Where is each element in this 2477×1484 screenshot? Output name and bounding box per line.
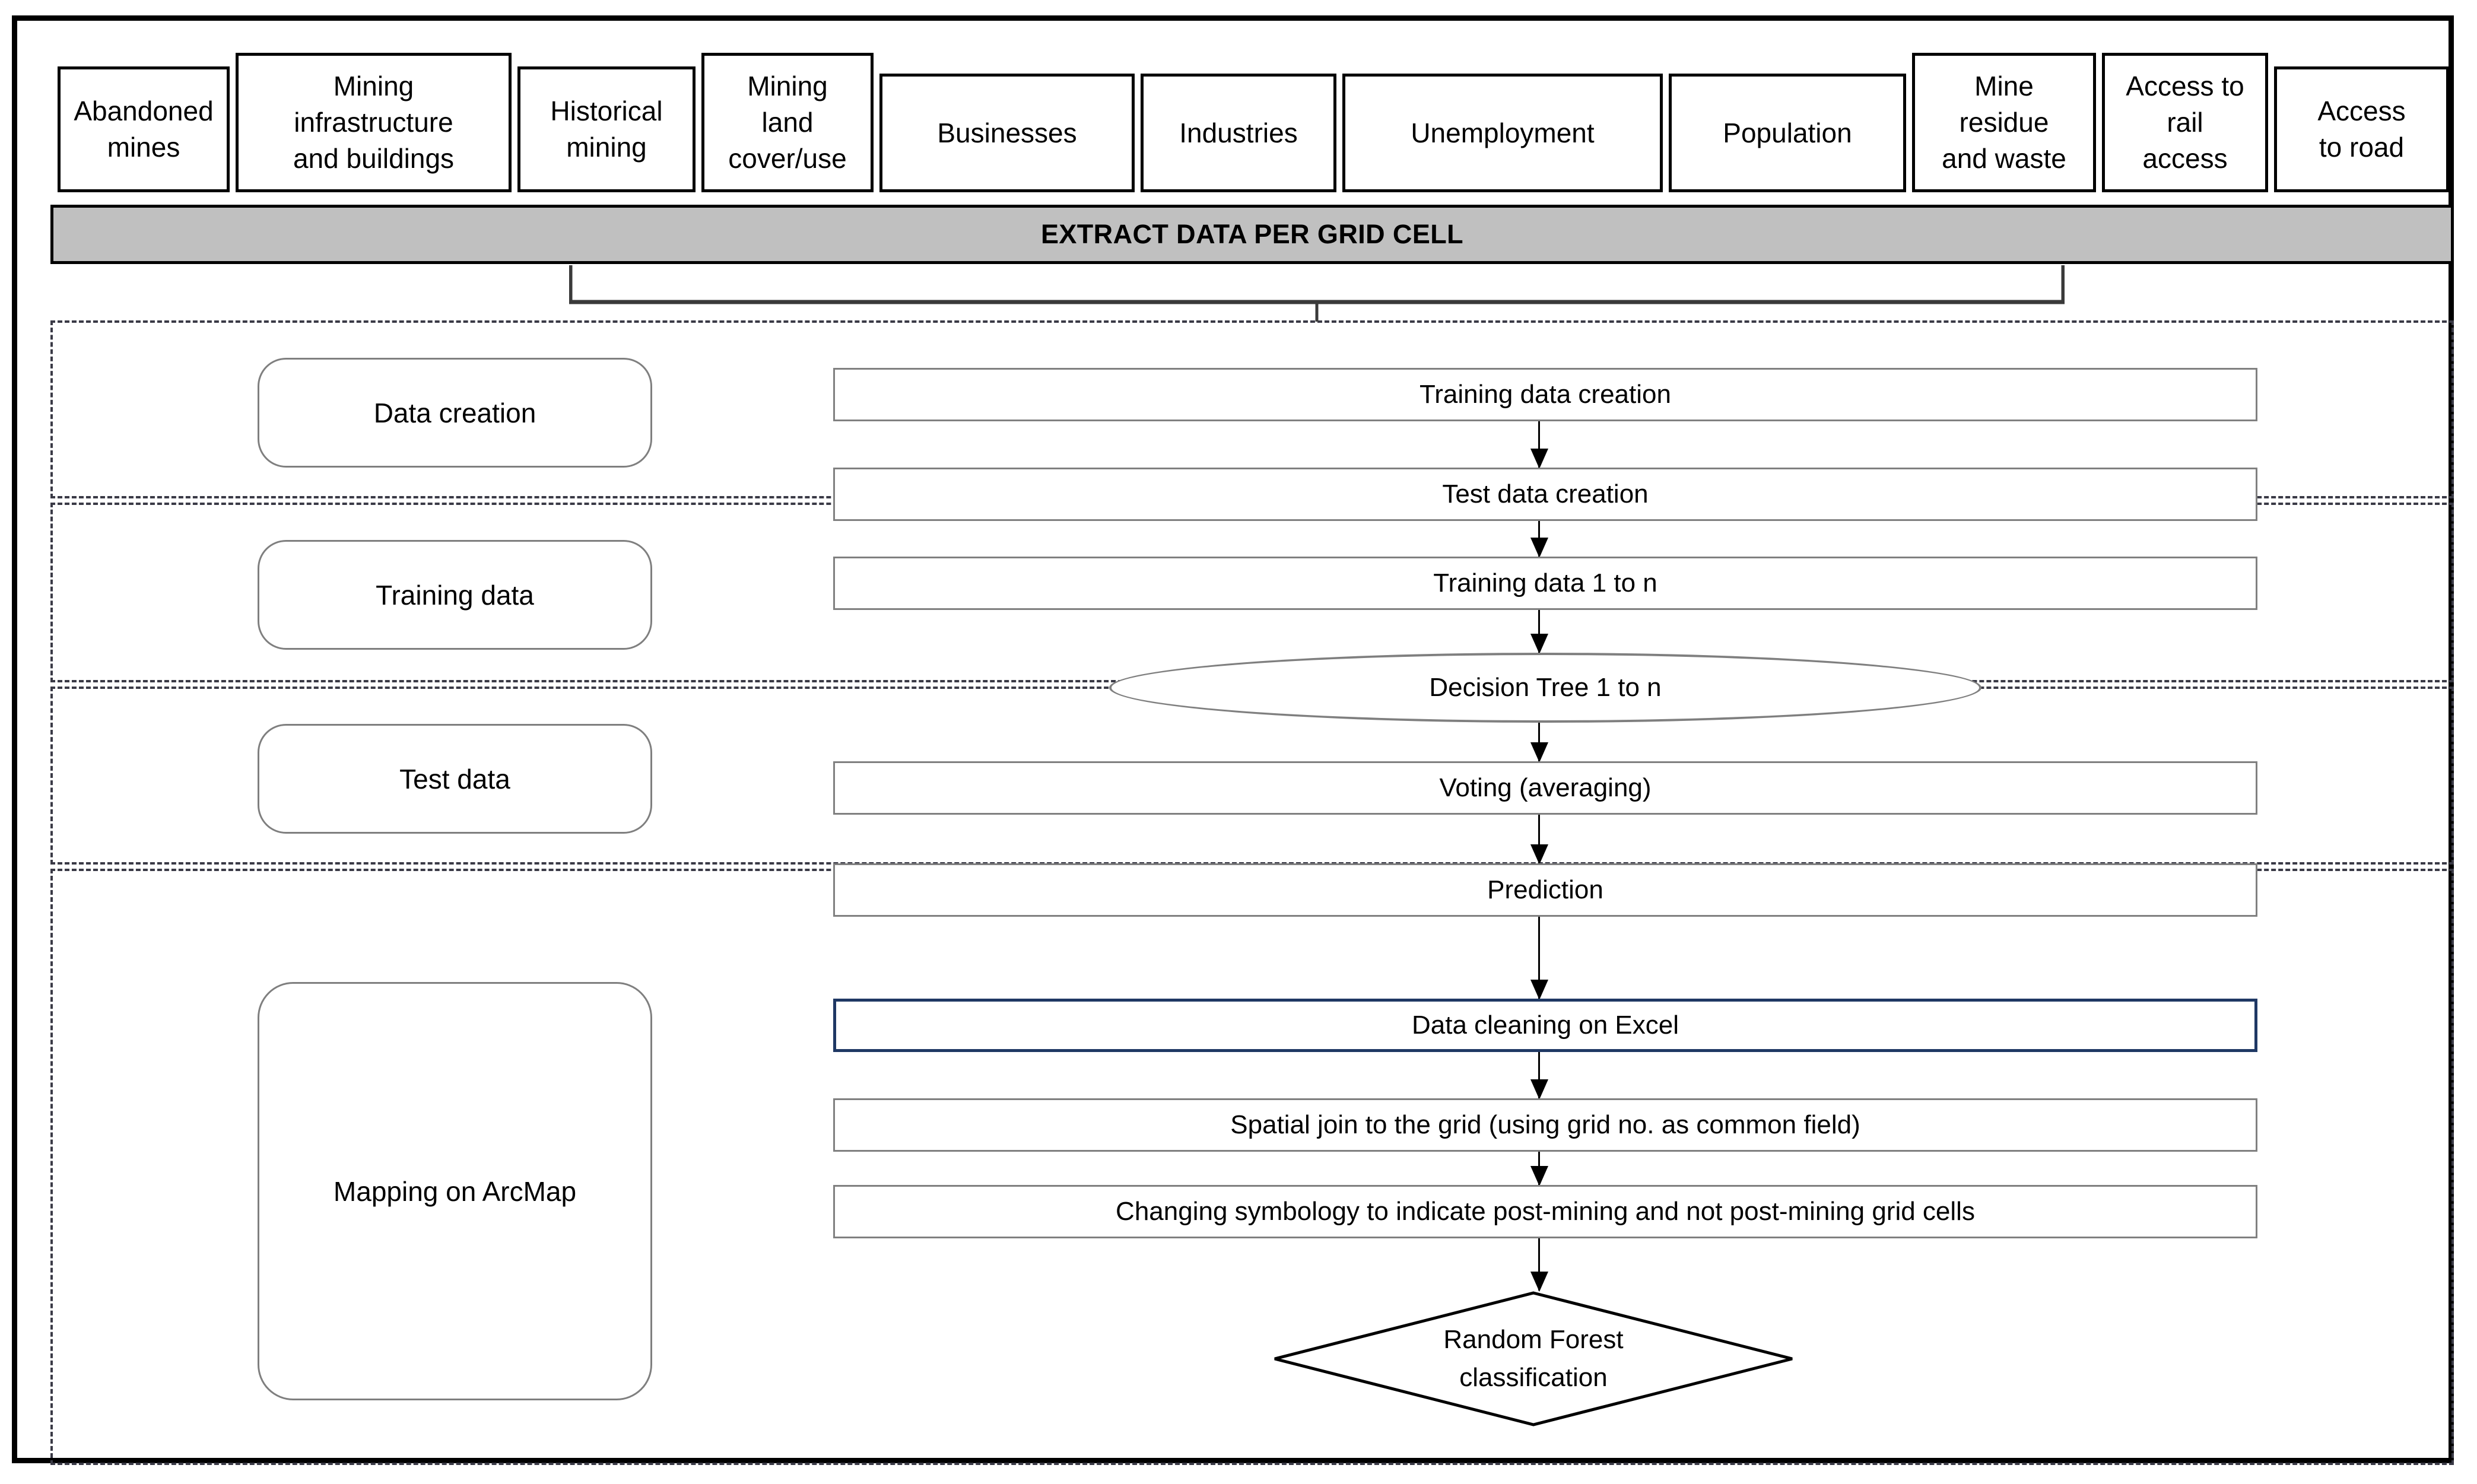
source-box-unemployment: Unemployment [1342, 74, 1663, 192]
source-box-abandoned-mines: Abandoned mines [58, 66, 230, 192]
source-boxes-row: Abandoned mines Mining infrastructure and… [58, 48, 2449, 211]
connector-training-to-test-creation [1530, 421, 1548, 469]
stage-label-test-data: Test data [258, 724, 652, 834]
connector-data-cleaning-to-spatial-join [1530, 1052, 1548, 1100]
source-box-label: Mine residue and waste [1942, 71, 2066, 174]
connector-prediction-to-data-cleaning [1530, 917, 1548, 1000]
source-box-label: Mining land cover/use [728, 71, 847, 174]
process-label: Prediction [1487, 875, 1603, 904]
process-training-data-creation: Training data creation [833, 368, 2257, 421]
process-spatial-join: Spatial join to the grid (using grid no.… [833, 1098, 2257, 1152]
stage-label-text: Training data [376, 579, 534, 611]
source-box-label: Unemployment [1411, 117, 1595, 148]
process-label: Training data 1 to n [1433, 568, 1657, 598]
stage-label-text: Data creation [373, 397, 536, 428]
source-box-mining-land-cover-use: Mining land cover/use [701, 53, 874, 192]
ellipse-decision-tree: Decision Tree 1 to n [1109, 653, 1981, 723]
process-prediction: Prediction [833, 863, 2257, 917]
ellipse-label: Decision Tree 1 to n [1429, 673, 1662, 702]
connector-training-1n-to-decision-tree [1530, 610, 1548, 654]
process-label: Voting (averaging) [1439, 773, 1652, 802]
source-box-label: Industries [1179, 117, 1298, 148]
source-box-label: Access to rail access [2126, 71, 2244, 174]
process-test-data-creation: Test data creation [833, 468, 2257, 521]
source-box-mine-residue-and-waste: Mine residue and waste [1912, 53, 2096, 192]
decision-random-forest-classification: Random Forest classification [1272, 1291, 1795, 1427]
process-training-data-1-to-n: Training data 1 to n [833, 557, 2257, 610]
source-box-access-to-road: Access to road [2274, 66, 2449, 192]
process-label: Changing symbology to indicate post-mini… [1116, 1197, 1975, 1226]
diagram-frame: Abandoned mines Mining infrastructure and… [12, 15, 2454, 1465]
source-box-label: Historical mining [550, 96, 663, 163]
extract-data-bar: EXTRACT DATA PER GRID CELL [50, 205, 2454, 264]
connector-symbology-to-random-forest [1530, 1238, 1548, 1292]
source-box-label: Population [1723, 117, 1852, 148]
process-changing-symbology: Changing symbology to indicate post-mini… [833, 1185, 2257, 1238]
source-box-label: Access to road [2317, 96, 2406, 163]
process-data-cleaning-on-excel: Data cleaning on Excel [833, 999, 2257, 1052]
stage-label-text: Mapping on ArcMap [333, 1175, 577, 1207]
stage-label-mapping-on-arcmap: Mapping on ArcMap [258, 982, 652, 1400]
stage-label-training-data: Training data [258, 540, 652, 650]
process-label: Test data creation [1442, 479, 1649, 509]
process-label: Spatial join to the grid (using grid no.… [1230, 1110, 1860, 1139]
source-box-industries: Industries [1141, 74, 1336, 192]
source-box-mining-infrastructure-and-buildings: Mining infrastructure and buildings [236, 53, 512, 192]
source-box-businesses: Businesses [879, 74, 1135, 192]
source-box-label: Mining infrastructure and buildings [293, 71, 455, 174]
connector-voting-to-prediction [1530, 815, 1548, 865]
connector-decision-tree-to-voting [1530, 723, 1548, 762]
connector-test-creation-to-training-1n [1530, 521, 1548, 558]
stage-label-data-creation: Data creation [258, 358, 652, 468]
process-label: Data cleaning on Excel [1411, 1010, 1679, 1040]
source-box-historical-mining: Historical mining [517, 66, 696, 192]
grouping-bracket [568, 265, 2066, 322]
source-box-label: Businesses [937, 117, 1077, 148]
extract-data-bar-label: EXTRACT DATA PER GRID CELL [1040, 219, 1464, 249]
process-voting-averaging: Voting (averaging) [833, 761, 2257, 815]
source-box-label: Abandoned mines [74, 96, 214, 163]
source-box-population: Population [1669, 74, 1906, 192]
connector-spatial-join-to-symbology [1530, 1152, 1548, 1186]
stage-label-text: Test data [399, 763, 510, 795]
process-label: Training data creation [1419, 380, 1671, 409]
source-box-access-to-rail-access: Access to rail access [2102, 53, 2268, 192]
